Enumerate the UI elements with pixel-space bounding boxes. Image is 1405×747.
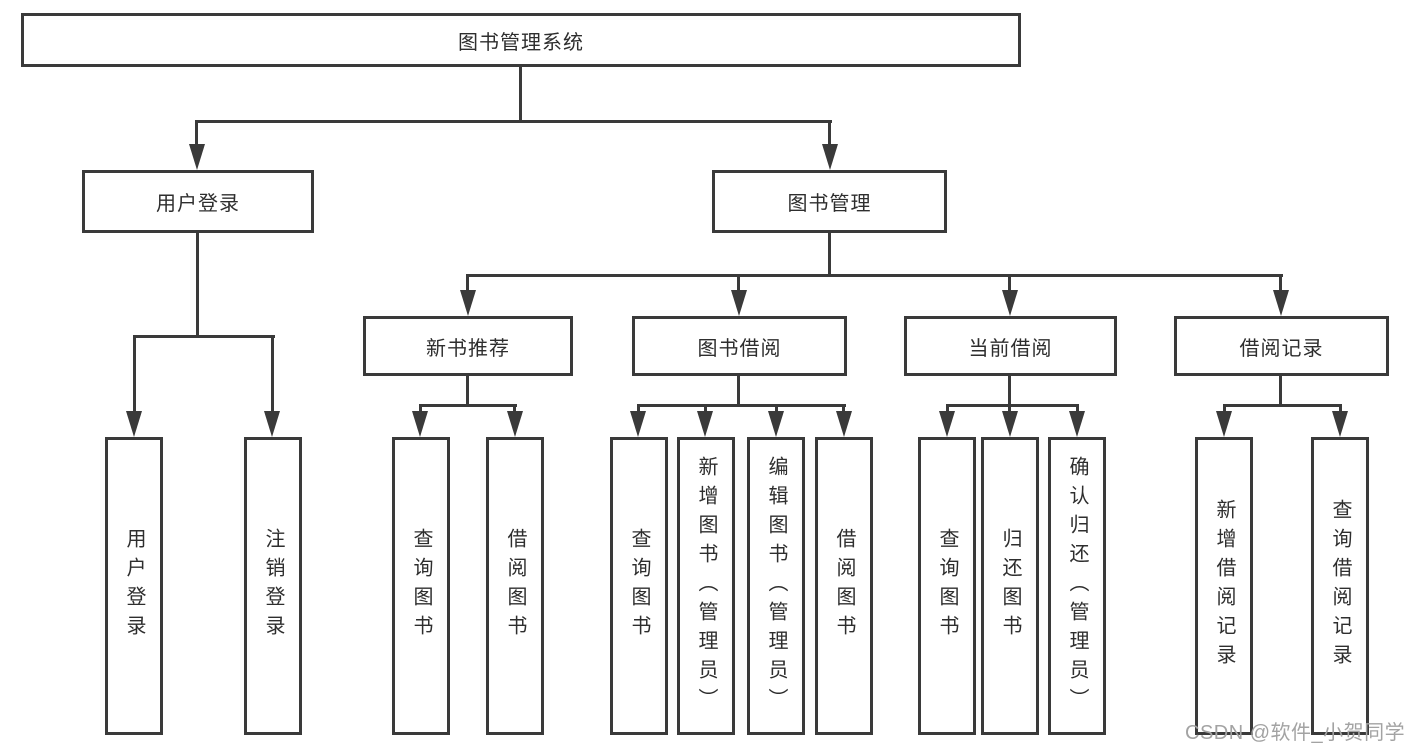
leaf-query-books-current: 查询图书 xyxy=(918,437,976,735)
connector-line xyxy=(1279,376,1282,406)
node-label: 确认归还（管理员） xyxy=(1066,455,1088,717)
arrow-down-icon xyxy=(822,144,838,170)
connector-line xyxy=(637,404,846,407)
connector-line xyxy=(419,404,422,414)
connector-line xyxy=(271,335,274,415)
node-label: 新增图书（管理员） xyxy=(695,455,717,717)
connector-line xyxy=(946,404,949,414)
node-label: 查询图书 xyxy=(628,528,650,644)
arrow-down-icon xyxy=(264,411,280,437)
node-label: 查询图书 xyxy=(936,528,958,644)
node-label: 图书管理系统 xyxy=(458,31,584,54)
arrow-down-icon xyxy=(768,411,784,437)
arrow-down-icon xyxy=(1273,290,1289,316)
connector-line xyxy=(133,335,136,415)
connector-line xyxy=(1339,404,1342,414)
leaf-query-books-recommend: 查询图书 xyxy=(392,437,450,735)
connector-line xyxy=(946,404,1079,407)
connector-line xyxy=(195,120,198,150)
leaf-add-books-admin: 新增图书（管理员） xyxy=(677,437,735,735)
arrow-down-icon xyxy=(1069,411,1085,437)
node-label: 图书管理 xyxy=(787,193,872,215)
node-label: 编辑图书（管理员） xyxy=(765,455,787,717)
node-label: 图书借阅 xyxy=(697,337,782,360)
arrow-down-icon xyxy=(836,411,852,437)
arrow-down-icon xyxy=(507,411,523,437)
connector-line xyxy=(775,404,778,414)
connector-line xyxy=(828,233,831,277)
arrow-down-icon xyxy=(1332,411,1348,437)
node-label: 借阅图书 xyxy=(833,528,855,644)
node-label: 新增借阅记录 xyxy=(1213,499,1235,673)
connector-line xyxy=(419,404,517,407)
connector-line xyxy=(637,404,640,414)
connector-line xyxy=(1279,274,1282,294)
connector-line xyxy=(466,274,1283,277)
arrow-down-icon xyxy=(731,290,747,316)
connector-line xyxy=(828,120,831,150)
node-book-management-branch: 图书管理 xyxy=(712,170,947,233)
connector-line xyxy=(513,404,516,414)
node-library-management-system: 图书管理系统 xyxy=(21,13,1021,67)
leaf-borrow-books-recommend: 借阅图书 xyxy=(486,437,544,735)
node-label: 归还图书 xyxy=(999,528,1021,644)
node-new-book-recommend: 新书推荐 xyxy=(363,316,573,376)
arrow-down-icon xyxy=(1216,411,1232,437)
node-label: 注销登录 xyxy=(262,528,284,644)
connector-line xyxy=(1008,376,1011,406)
arrow-down-icon xyxy=(1002,290,1018,316)
connector-line xyxy=(737,376,740,406)
arrow-down-icon xyxy=(697,411,713,437)
connector-line xyxy=(1076,404,1079,414)
watermark: CSDN @软件_小贺同学 xyxy=(1185,722,1405,744)
connector-line xyxy=(1008,274,1011,294)
leaf-query-books-borrowing: 查询图书 xyxy=(610,437,668,735)
arrow-down-icon xyxy=(630,411,646,437)
node-label: 借阅图书 xyxy=(504,528,526,644)
connector-line xyxy=(737,274,740,294)
connector-line xyxy=(842,404,845,414)
connector-line xyxy=(196,233,199,337)
arrow-down-icon xyxy=(460,290,476,316)
leaf-edit-books-admin: 编辑图书（管理员） xyxy=(747,437,805,735)
leaf-logout: 注销登录 xyxy=(244,437,302,735)
connector-line xyxy=(519,67,522,122)
node-book-borrowing: 图书借阅 xyxy=(632,316,847,376)
node-label: 查询借阅记录 xyxy=(1329,499,1351,673)
leaf-user-login: 用户登录 xyxy=(105,437,163,735)
connector-line xyxy=(466,274,469,294)
leaf-borrow-books-borrowing: 借阅图书 xyxy=(815,437,873,735)
node-label: 当前借阅 xyxy=(968,337,1053,360)
arrow-down-icon xyxy=(126,411,142,437)
arrow-down-icon xyxy=(412,411,428,437)
node-borrowing-records: 借阅记录 xyxy=(1174,316,1389,376)
connector-line xyxy=(196,120,832,123)
leaf-query-borrow-record: 查询借阅记录 xyxy=(1311,437,1369,735)
node-user-login-branch: 用户登录 xyxy=(82,170,314,233)
node-label: 用户登录 xyxy=(156,193,240,215)
node-current-borrowing: 当前借阅 xyxy=(904,316,1117,376)
arrow-down-icon xyxy=(189,144,205,170)
leaf-add-borrow-record: 新增借阅记录 xyxy=(1195,437,1253,735)
connector-line xyxy=(1223,404,1342,407)
node-label: 新书推荐 xyxy=(426,337,510,360)
leaf-return-books: 归还图书 xyxy=(981,437,1039,735)
arrow-down-icon xyxy=(1002,411,1018,437)
connector-line xyxy=(1008,404,1011,414)
connector-line xyxy=(466,376,469,406)
leaf-confirm-return-admin: 确认归还（管理员） xyxy=(1048,437,1106,735)
node-label: 查询图书 xyxy=(410,528,432,644)
connector-line xyxy=(133,335,275,338)
connector-line xyxy=(704,404,707,414)
connector-line xyxy=(1223,404,1226,414)
node-label: 用户登录 xyxy=(123,528,145,644)
arrow-down-icon xyxy=(939,411,955,437)
node-label: 借阅记录 xyxy=(1239,337,1324,360)
